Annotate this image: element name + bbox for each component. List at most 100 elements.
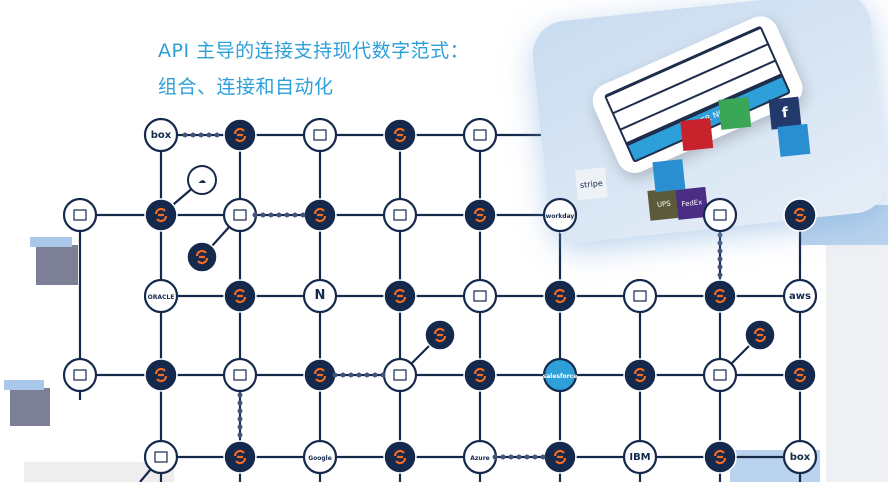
- window-icon: [393, 369, 407, 381]
- headline-line-2: 组合、连接和自动化: [158, 76, 334, 98]
- app-node: IBM: [622, 439, 658, 475]
- data-flow-dot: [532, 454, 538, 460]
- sync-icon: [154, 367, 168, 383]
- data-flow-dot: [252, 212, 258, 218]
- data-flow-dot: [492, 454, 498, 460]
- api-node: [383, 118, 417, 152]
- satellite-icon: [233, 209, 247, 221]
- bank-icon: [233, 369, 247, 381]
- data-flow-dot: [717, 240, 723, 246]
- app-node: ORACLE: [143, 278, 179, 314]
- data-flow-dot: [198, 132, 204, 138]
- sync-icon: [313, 367, 327, 383]
- cube-decoration: [4, 380, 50, 426]
- sync-icon: [393, 127, 407, 143]
- data-flow-dot: [717, 248, 723, 254]
- data-flow-dot: [206, 132, 212, 138]
- app-node: box: [782, 439, 818, 475]
- sync-icon: [233, 449, 247, 465]
- sync-icon: [433, 327, 447, 343]
- app-node: [622, 278, 658, 314]
- sync-icon: [154, 207, 168, 223]
- fedex-cube: FedEx: [675, 186, 709, 220]
- api-node: [543, 440, 577, 474]
- sync-icon: [793, 367, 807, 383]
- headline-line-1: API 主导的连接支持现代数字范式：: [158, 40, 470, 62]
- sync-icon: [553, 449, 567, 465]
- app-node: Azure: [462, 439, 498, 475]
- data-flow-dot: [237, 392, 243, 398]
- app-node: aws: [782, 278, 818, 314]
- app-logo-text: ORACLE: [148, 294, 175, 301]
- sync-icon: [393, 288, 407, 304]
- data-flow-dot: [237, 416, 243, 422]
- app-node: [222, 357, 258, 393]
- sync-icon: [233, 127, 247, 143]
- api-node: [424, 319, 456, 351]
- app-logo-text: N: [315, 288, 326, 303]
- data-flow-dot: [717, 232, 723, 238]
- data-flow-dot: [524, 454, 530, 460]
- building-icon: [73, 369, 87, 381]
- twitter-cube: [777, 123, 811, 157]
- app-node: [62, 197, 98, 233]
- data-flow-dot: [237, 400, 243, 406]
- data-flow-dot: [380, 372, 386, 378]
- sync-icon: [473, 207, 487, 223]
- data-flow-dot: [717, 272, 723, 278]
- api-node: [783, 358, 817, 392]
- data-flow-dot: [292, 212, 298, 218]
- data-flow-dot: [190, 132, 196, 138]
- app-logo-text: Google: [308, 455, 332, 462]
- app-logo-text: IBM: [629, 452, 650, 463]
- sync-icon: [473, 367, 487, 383]
- data-flow-dot: [260, 212, 266, 218]
- api-node: [463, 198, 497, 232]
- api-node: [744, 319, 776, 351]
- cart-icon: [633, 290, 647, 302]
- api-node: [463, 358, 497, 392]
- app-node: [702, 357, 738, 393]
- api-node: [144, 358, 178, 392]
- app-node: [62, 357, 98, 393]
- sync-icon: [393, 449, 407, 465]
- data-flow-dot: [340, 372, 346, 378]
- list-icon: [73, 209, 87, 221]
- cube-decoration: [30, 237, 78, 285]
- data-flow-dot: [364, 372, 370, 378]
- data-flow-dot: [348, 372, 354, 378]
- data-flow-dot: [182, 132, 188, 138]
- api-node: [303, 198, 337, 232]
- app-node: box: [143, 117, 179, 153]
- sync-icon: [633, 367, 647, 383]
- app-node: salesforce: [543, 357, 577, 393]
- api-node: [623, 358, 657, 392]
- data-flow-dot: [300, 212, 306, 218]
- data-flow-dot: [284, 212, 290, 218]
- api-node: [223, 440, 257, 474]
- data-flow-dot: [268, 212, 274, 218]
- api-node: [383, 279, 417, 313]
- app-node: [222, 197, 258, 233]
- api-node: [703, 440, 737, 474]
- api-node: [223, 279, 257, 313]
- data-flow-dot: [516, 454, 522, 460]
- api-node: [543, 279, 577, 313]
- sync-icon: [195, 249, 209, 265]
- api-node: [383, 440, 417, 474]
- app-node: [143, 439, 179, 475]
- api-node: [223, 118, 257, 152]
- document-icon: [393, 209, 407, 221]
- api-node: [144, 198, 178, 232]
- app-node: [462, 117, 498, 153]
- grid-icon: [473, 290, 487, 302]
- app-node: [302, 117, 338, 153]
- sync-icon: [753, 327, 767, 343]
- data-flow-dot: [237, 408, 243, 414]
- credit-card-icon: [313, 129, 327, 141]
- app-node: [382, 357, 418, 393]
- sync-icon: [553, 288, 567, 304]
- data-flow-dot: [332, 372, 338, 378]
- mobile-app-card: ORDER NOW stripe UPS FedEx f: [529, 0, 888, 246]
